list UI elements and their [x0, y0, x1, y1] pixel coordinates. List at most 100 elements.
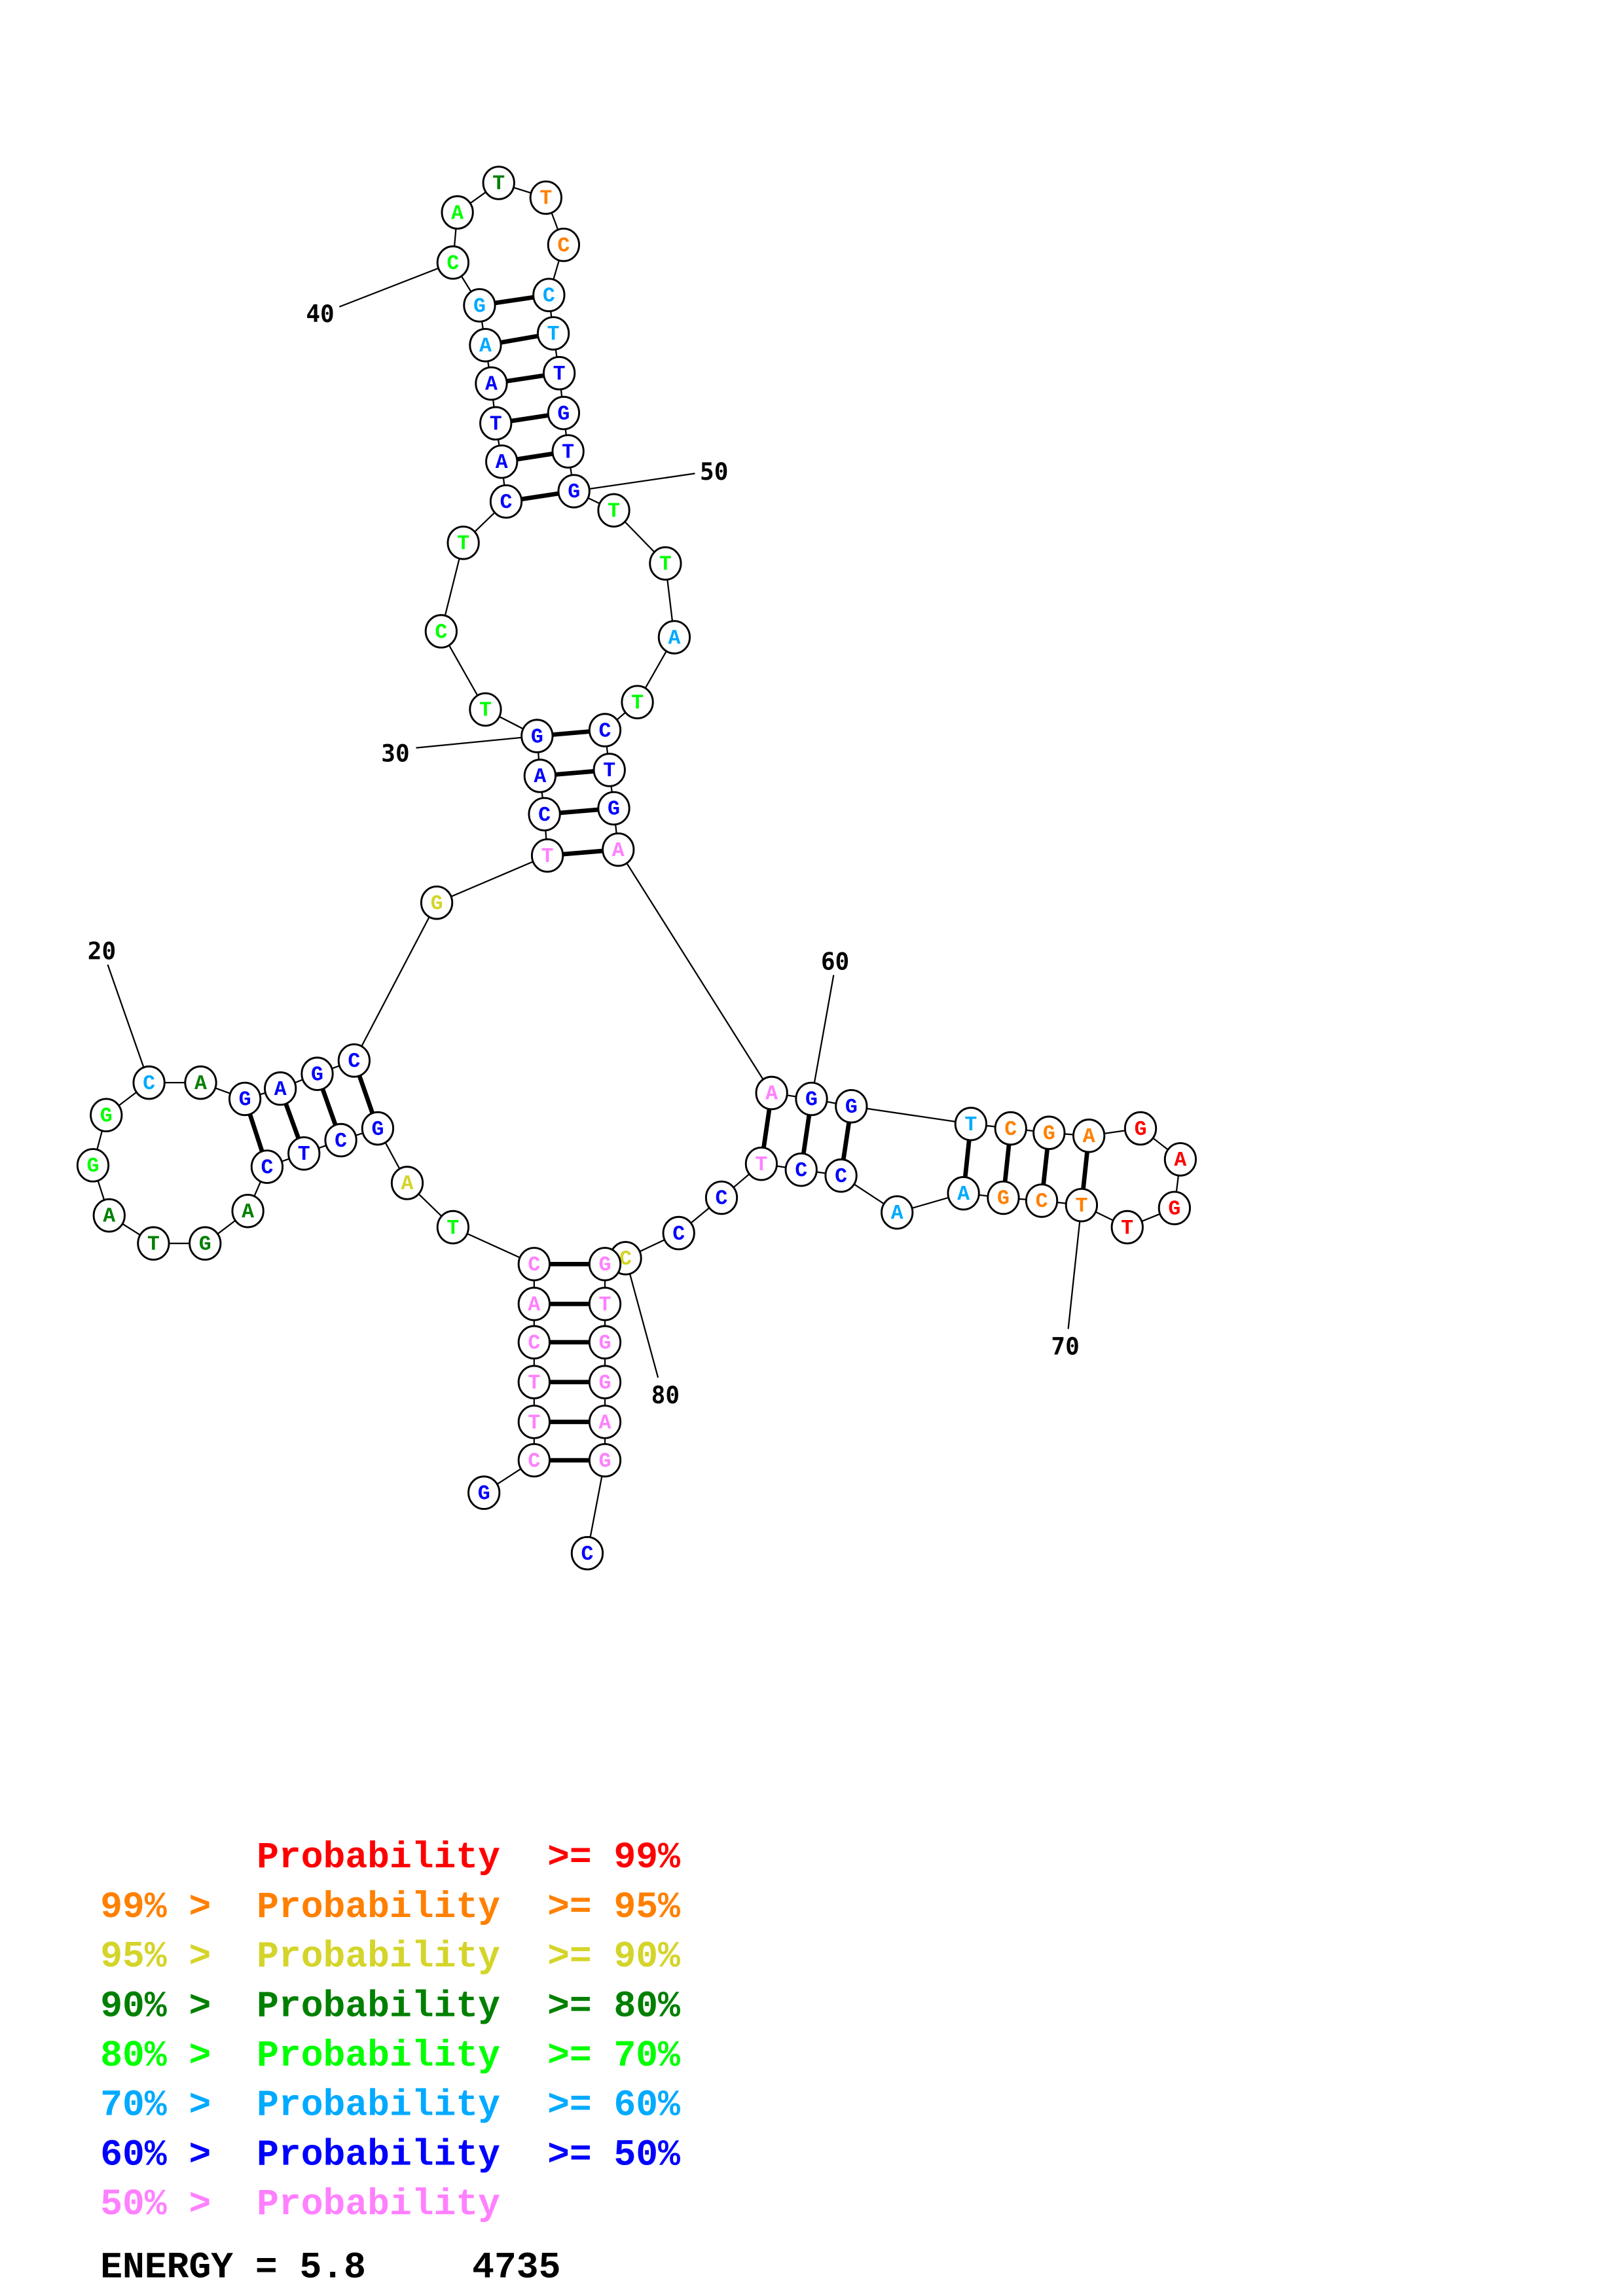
nucleotide-letter: T [492, 173, 505, 196]
nucleotide-circle [1072, 1119, 1106, 1153]
nucleotide-circle [287, 1136, 321, 1171]
nucleotide-circle [264, 1071, 297, 1106]
legend-label: Probability [257, 1985, 500, 2027]
nucleotide-circle [536, 316, 570, 351]
nucleotide-letter: G [431, 893, 443, 916]
legend-label: Probability [257, 1936, 500, 1978]
nucleotide: G [547, 395, 581, 431]
nucleotide: A [441, 195, 474, 230]
nucleotide: T [543, 355, 576, 391]
nucleotide-letter: A [528, 1294, 540, 1317]
nucleotide-circle [835, 1088, 868, 1124]
nucleotide-letter: T [631, 692, 644, 715]
nucleotide-circle [132, 1065, 166, 1100]
nucleotide-letter: A [957, 1183, 970, 1206]
nucleotide-circle [1158, 1191, 1192, 1225]
nucleotide: A [92, 1198, 126, 1233]
position-tick-line [338, 262, 454, 308]
legend-row: 60% >Probability>= 50% [100, 2134, 680, 2176]
nucleotide: C [528, 797, 561, 832]
nucleotide-circle [1163, 1142, 1197, 1177]
nucleotide-circle [551, 434, 585, 469]
nucleotide: A [184, 1065, 217, 1100]
nucleotide: C [704, 1180, 739, 1215]
nucleotide-letter: G [1168, 1198, 1180, 1221]
nucleotide: C [662, 1215, 695, 1251]
legend-range-high: >= 95% [547, 1886, 680, 1928]
nucleotide: G [228, 1081, 262, 1117]
nucleotide: G [520, 719, 554, 753]
nucleotide: T [436, 1210, 469, 1245]
nucleotide-circle [1123, 1111, 1158, 1146]
nucleotide-letter: C [581, 1543, 593, 1566]
nucleotide-letter: T [599, 1294, 611, 1317]
nucleotide-letter: T [147, 1234, 160, 1257]
nucleotide-letter: C [619, 1248, 632, 1271]
nucleotide: C [588, 713, 622, 747]
nucleotide: T [517, 1365, 551, 1399]
energy-id: 4735 [472, 2247, 560, 2289]
nucleotide-circle [337, 1043, 371, 1078]
legend-range-high: >= 90% [547, 1936, 680, 1978]
legend-range-high: >= 60% [547, 2085, 680, 2126]
nucleotide-circle [479, 406, 513, 441]
nucleotide: G [1032, 1115, 1066, 1151]
nucleotide-letter: A [496, 452, 508, 475]
nucleotide-circle [588, 1247, 622, 1282]
nucleotide-letter: C [528, 1333, 540, 1355]
nucleotide-letter: T [603, 760, 615, 783]
nucleotide-letter: C [348, 1050, 360, 1073]
nucleotide: T [482, 166, 515, 200]
nucleotide-letter: T [490, 414, 502, 437]
nucleotide-circle [547, 395, 581, 431]
nucleotide: T [588, 1286, 622, 1321]
nucleotide: T [1110, 1210, 1144, 1245]
nucleotide: C [570, 1535, 604, 1571]
nucleotide: C [132, 1065, 166, 1100]
nucleotide-letter: G [478, 1482, 490, 1505]
nucleotide-letter: T [964, 1114, 977, 1137]
nucleotide: T [593, 753, 626, 787]
nucleotide: T [621, 685, 654, 719]
nucleotide-letter: T [541, 846, 554, 869]
nucleotide: T [287, 1136, 321, 1171]
nucleotide-letter: A [668, 627, 680, 650]
nucleotide-circle [649, 546, 682, 581]
legend-range-high: >= 50% [547, 2134, 680, 2176]
nucleotide-letter: G [845, 1096, 858, 1119]
nucleotide-letter: A [485, 374, 498, 397]
nucleotide-circle [588, 1405, 622, 1439]
nucleotide-letter: T [562, 441, 574, 464]
nucleotide-circle [588, 1286, 622, 1321]
position-tick-line [625, 1258, 659, 1378]
nucleotide-letter: C [795, 1160, 807, 1183]
nucleotide: G [1123, 1111, 1158, 1146]
nucleotide-letter: G [371, 1119, 384, 1141]
position-label: 60 [821, 948, 849, 975]
nucleotide-letter: C [1036, 1191, 1048, 1213]
legend-row: 99% >Probability>= 95% [100, 1886, 680, 1928]
nucleotide-letter: C [500, 492, 513, 514]
nucleotide-circle [824, 1158, 858, 1193]
nucleotide-circle [1110, 1210, 1144, 1245]
nucleotide-circle [881, 1195, 914, 1230]
backbone-link [617, 849, 773, 1094]
nucleotide: C [517, 1325, 551, 1360]
nucleotide-circle [475, 366, 508, 401]
nucleotide-letter: C [143, 1073, 155, 1096]
position-label: 50 [700, 458, 728, 486]
nucleotide: C [489, 484, 523, 519]
nucleotide-circle [447, 526, 480, 560]
nucleotide-circle [520, 719, 554, 753]
legend-row: Probability>= 99% [257, 1837, 680, 1878]
nucleotide-letter: C [1004, 1119, 1017, 1141]
nucleotide-circle [76, 1148, 110, 1183]
nucleotide: G [588, 1365, 622, 1399]
nucleotide: A [602, 832, 635, 867]
probability-legend: Probability>= 99%99% >Probability>= 95%9… [100, 1837, 680, 2225]
nucleotide: T [447, 526, 480, 560]
nucleotide: G [361, 1111, 395, 1146]
nucleotide: T [529, 180, 562, 215]
nucleotide: C [532, 278, 566, 312]
nucleotide-circle [597, 493, 630, 528]
